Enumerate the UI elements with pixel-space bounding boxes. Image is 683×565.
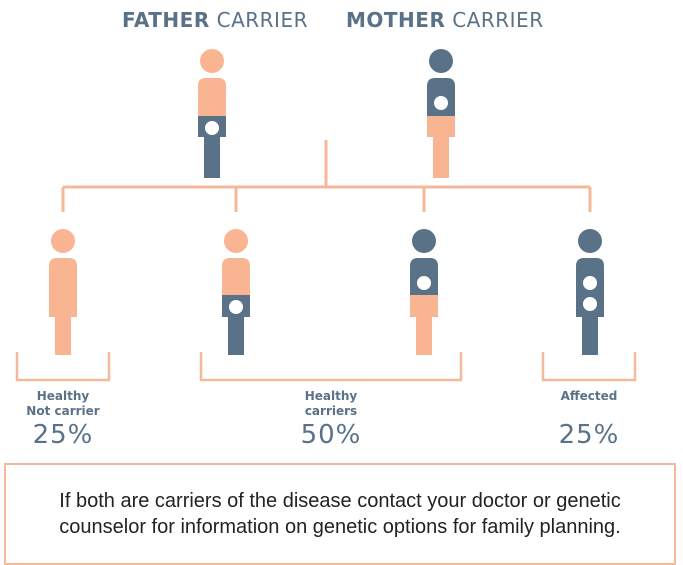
child-carrier-maternal (410, 229, 438, 355)
child-healthy-not-carrier (49, 229, 77, 355)
outcome-percent-carriers: 50% (300, 420, 362, 450)
outcome-label-carriers: Healthy carriers (304, 389, 358, 418)
bracket-carriers (199, 352, 463, 382)
child-carrier-paternal (222, 229, 250, 355)
father-carrier-title: FATHER CARRIER (122, 8, 308, 32)
mother-carrier-title: MOTHER CARRIER (346, 8, 544, 32)
child-affected (576, 229, 604, 355)
mother-figure (427, 49, 455, 178)
outcome-percent-not-carrier: 25% (32, 420, 94, 450)
bracket-not-carrier (15, 352, 111, 382)
outcome-label-not-carrier: Healthy Not carrier (26, 389, 100, 418)
outcome-brackets (15, 352, 637, 382)
father-figure (198, 49, 226, 178)
advice-note-text: If both are carriers of the disease cont… (59, 490, 621, 538)
bracket-affected (541, 352, 637, 382)
family-tree-connectors (61, 140, 592, 212)
inheritance-diagram (15, 49, 637, 382)
advice-note-box: If both are carriers of the disease cont… (4, 463, 676, 565)
outcome-percent-affected: 25% (558, 420, 620, 450)
outcome-label-affected: Affected (560, 389, 618, 403)
